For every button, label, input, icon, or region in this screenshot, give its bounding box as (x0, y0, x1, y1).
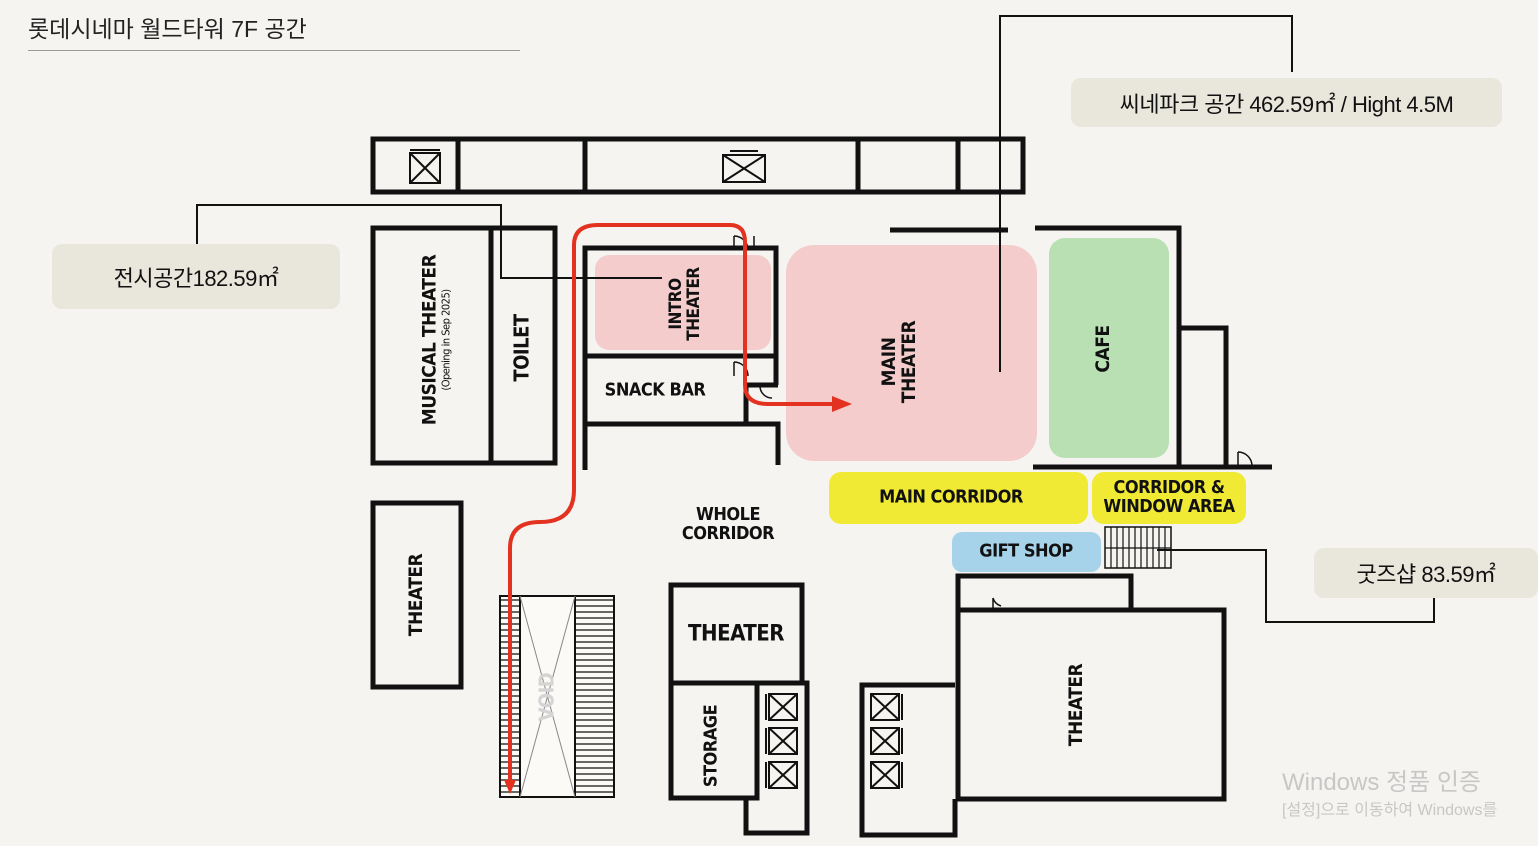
exhibition-callout: 전시공간182.59㎡ (52, 244, 340, 309)
corridor-window-label: CORRIDOR & WINDOW AREA (1103, 477, 1235, 517)
goods-shop-callout: 굿즈샵 83.59㎡ (1314, 548, 1538, 598)
page-title: 롯데시네마 월드타워 7F 공간 (28, 16, 307, 42)
route-arrow-start (504, 780, 516, 794)
toilet-label: TOILET (509, 314, 534, 382)
main-theater-zone (786, 245, 1037, 461)
door-swings (733, 235, 1253, 610)
storage-label: STORAGE (700, 704, 722, 788)
visitor-route (508, 223, 832, 790)
theater-right-label: THEATER (1065, 663, 1088, 747)
title-divider (28, 50, 520, 51)
watermark-line1: Windows 정품 인증 (1282, 769, 1482, 796)
theater-center-label: THEATER (688, 621, 784, 647)
intro-theater-label: INTRO THEATER (666, 267, 704, 341)
cinepark-callout: 씨네파크 공간 462.59㎡ / Hight 4.5M (1071, 78, 1502, 127)
snack-bar-label: SNACK BAR (604, 379, 706, 401)
gift-shop-label: GIFT SHOP (979, 540, 1073, 562)
main-corridor-zone (829, 472, 1088, 524)
main-corridor-label: MAIN CORRIDOR (879, 486, 1023, 508)
whole-corridor-label: WHOLE CORRIDOR (681, 504, 775, 544)
void-label: VOID (534, 672, 559, 722)
route-arrow-end (832, 396, 852, 412)
cafe-label: CAFE (1092, 325, 1115, 373)
stair-steps (1105, 527, 1171, 568)
gift-shop-zone (952, 532, 1101, 572)
cafe-zone (1049, 238, 1169, 458)
theater-left-label: THEATER (405, 553, 428, 637)
watermark-line2: [설정]으로 이동하여 Windows를 (1282, 802, 1498, 819)
callout-leaders (196, 15, 1435, 623)
corridor-window-zone (1092, 472, 1246, 524)
walls (370, 136, 1272, 838)
musical-theater-label: MUSICAL THEATER (Opening in Sep 2025) (418, 254, 453, 426)
elevator-shafts (409, 149, 903, 789)
main-theater-label: MAIN THEATER (878, 320, 920, 404)
